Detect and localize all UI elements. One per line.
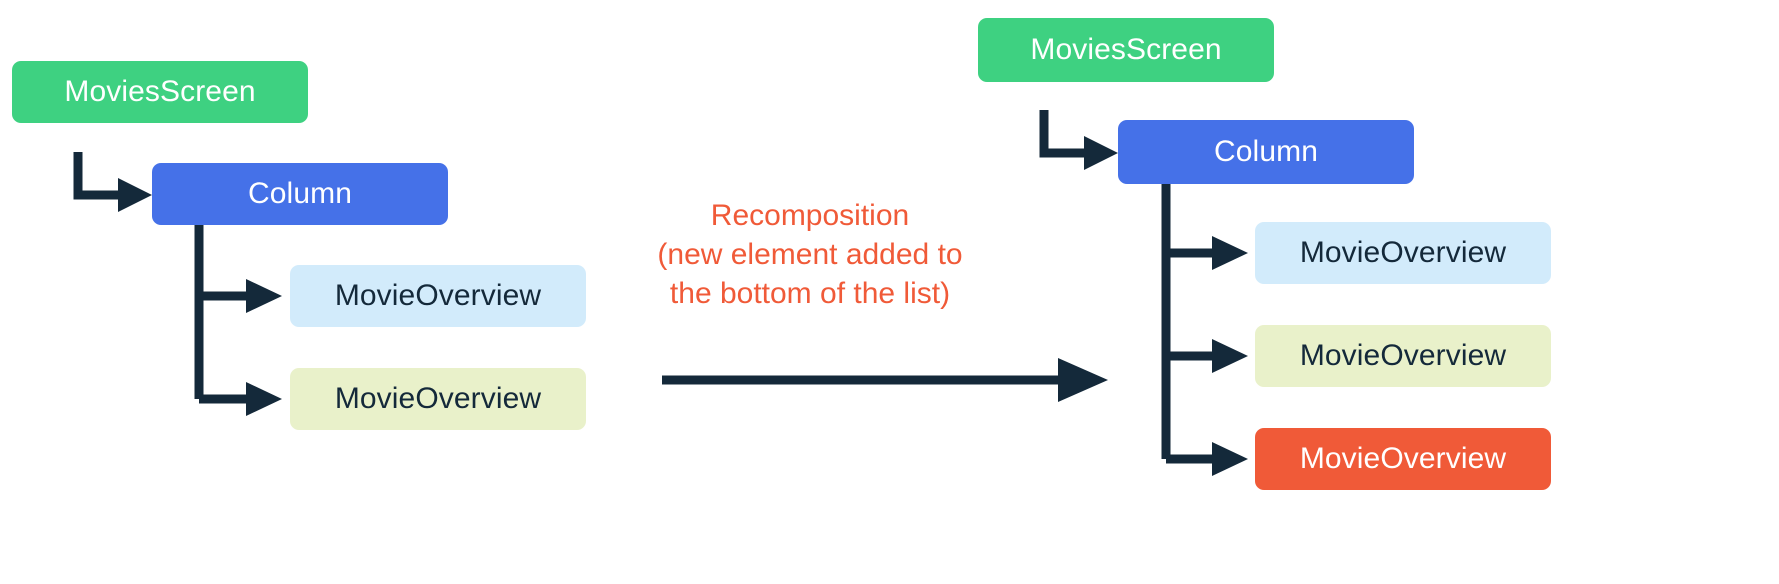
arrowhead-right-child-3 [1212,442,1248,476]
before-node-column[interactable]: Column [152,163,448,225]
before-node-movies-screen[interactable]: MoviesScreen [12,61,308,123]
transition-label-line-3: the bottom of the list) [669,277,951,310]
transition-label-line-2: (new element added to [657,238,963,271]
arrowhead-right-child-2 [1212,339,1248,373]
edge-right-root-to-column [1039,110,1086,158]
edge-left-root-to-column [73,152,120,200]
before-node-movie-overview-2[interactable]: MovieOverview [290,368,586,430]
before-node-movie-overview-1[interactable]: MovieOverview [290,265,586,327]
after-node-column[interactable]: Column [1118,120,1414,184]
transition-arrow-head [1058,358,1108,402]
arrowhead-left-child-2 [246,382,282,416]
after-node-movies-screen[interactable]: MoviesScreen [978,18,1274,82]
arrowhead-left-child-1 [246,279,282,313]
arrowhead-right-root-to-column [1084,136,1118,170]
arrowhead-right-child-1 [1212,236,1248,270]
after-node-movie-overview-3-new[interactable]: MovieOverview [1255,428,1551,490]
transition-label: Recomposition (new element added to the … [560,196,1060,313]
transition-label-line-1: Recomposition [710,199,910,232]
after-node-movie-overview-2[interactable]: MovieOverview [1255,325,1551,387]
after-node-movie-overview-1[interactable]: MovieOverview [1255,222,1551,284]
arrowhead-left-root-to-column [118,178,152,212]
